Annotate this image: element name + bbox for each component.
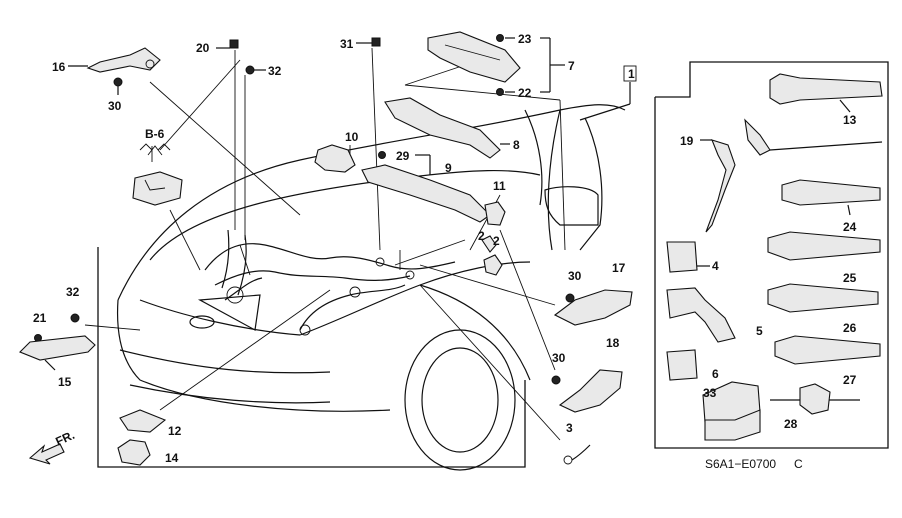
part-3-sensor bbox=[563, 444, 591, 465]
callout-27: 27 bbox=[843, 373, 857, 387]
part-31-bolt bbox=[356, 37, 381, 47]
callout-7: 7 bbox=[568, 59, 575, 73]
callout-9: 9 bbox=[445, 161, 452, 175]
callout-33: 33 bbox=[703, 386, 717, 400]
callout-2-a: 2 bbox=[478, 229, 485, 243]
engine-harness bbox=[204, 229, 456, 336]
callout-32-b: 32 bbox=[66, 285, 80, 299]
part-9-harness-cover bbox=[361, 151, 491, 223]
diagram-code: S6A1−E0700 C bbox=[705, 457, 803, 471]
part-15-stay bbox=[19, 335, 96, 371]
part-19-holder bbox=[700, 118, 883, 233]
callout-32-a: 32 bbox=[268, 64, 282, 78]
callout-20: 20 bbox=[196, 41, 210, 55]
callout-28: 28 bbox=[784, 417, 798, 431]
callout-8: 8 bbox=[513, 138, 520, 152]
part-27-clip bbox=[774, 335, 881, 365]
ref-b6: B-6 bbox=[145, 127, 165, 141]
part-7-cover bbox=[427, 31, 521, 83]
callout-19: 19 bbox=[680, 134, 694, 148]
callout-11: 11 bbox=[493, 179, 506, 193]
part-23-22-fasteners bbox=[496, 34, 565, 96]
callout-6: 6 bbox=[712, 367, 719, 381]
part-32-bolt-a bbox=[245, 65, 266, 75]
callout-16: 16 bbox=[52, 60, 66, 74]
callout-21: 21 bbox=[33, 311, 47, 325]
callout-12: 12 bbox=[168, 424, 182, 438]
callout-30-b: 30 bbox=[568, 269, 582, 283]
callout-31: 31 bbox=[340, 37, 354, 51]
part-32-bolt-b bbox=[70, 313, 80, 323]
part-20-bolt bbox=[216, 39, 239, 49]
callout-10: 10 bbox=[345, 130, 359, 144]
part-b6-connector bbox=[132, 143, 183, 206]
callout-14: 14 bbox=[165, 451, 179, 465]
callout-5: 5 bbox=[756, 324, 763, 338]
callout-26: 26 bbox=[843, 321, 857, 335]
callout-15: 15 bbox=[58, 375, 72, 389]
callout-17: 17 bbox=[612, 261, 626, 275]
front-direction: FR. bbox=[28, 428, 77, 465]
part-25-clip bbox=[767, 231, 881, 261]
part-14-bracket bbox=[117, 439, 151, 466]
front-arrow-icon bbox=[28, 443, 65, 465]
part-2-clips bbox=[481, 235, 503, 276]
callout-29: 29 bbox=[396, 149, 410, 163]
part-12-bracket bbox=[119, 409, 167, 433]
part-17-bracket bbox=[553, 289, 633, 326]
car-body bbox=[116, 104, 626, 471]
part-16-bracket bbox=[68, 47, 161, 73]
part-24-clip bbox=[781, 179, 881, 216]
diagram-code-suffix: C bbox=[794, 457, 803, 471]
callout-1: 1 bbox=[628, 67, 635, 81]
callout-labels: 16 30 20 32 31 23 7 22 1 B-6 10 29 9 8 1… bbox=[33, 32, 857, 465]
part-5-connector bbox=[666, 287, 736, 343]
callout-3: 3 bbox=[566, 421, 573, 435]
part-26-clip bbox=[767, 283, 879, 313]
callout-18: 18 bbox=[606, 336, 620, 350]
front-label: FR. bbox=[53, 428, 76, 449]
part-13-clip bbox=[769, 73, 883, 113]
callout-13: 13 bbox=[843, 113, 857, 127]
part-11-clip bbox=[484, 201, 506, 226]
callout-1-box bbox=[623, 65, 637, 82]
diagram-code-text: S6A1−E0700 bbox=[705, 457, 776, 471]
callout-30-a: 30 bbox=[108, 99, 122, 113]
part-30-bolt-a bbox=[113, 77, 123, 95]
part-4-connector bbox=[666, 241, 710, 273]
callout-24: 24 bbox=[843, 220, 857, 234]
callout-22: 22 bbox=[518, 86, 532, 100]
part-33-connector bbox=[702, 381, 761, 441]
callout-2-b: 2 bbox=[493, 234, 500, 248]
frame-lines bbox=[97, 61, 889, 468]
callout-30-c: 30 bbox=[552, 351, 566, 365]
part-8-harness-cover bbox=[384, 97, 510, 159]
part-18-bracket bbox=[551, 369, 623, 413]
callout-4: 4 bbox=[712, 259, 719, 273]
part-10-bracket bbox=[314, 144, 356, 173]
part-28-clip bbox=[770, 383, 860, 415]
part-6-connector bbox=[666, 349, 698, 381]
callout-23: 23 bbox=[518, 32, 532, 46]
callout-25: 25 bbox=[843, 271, 857, 285]
